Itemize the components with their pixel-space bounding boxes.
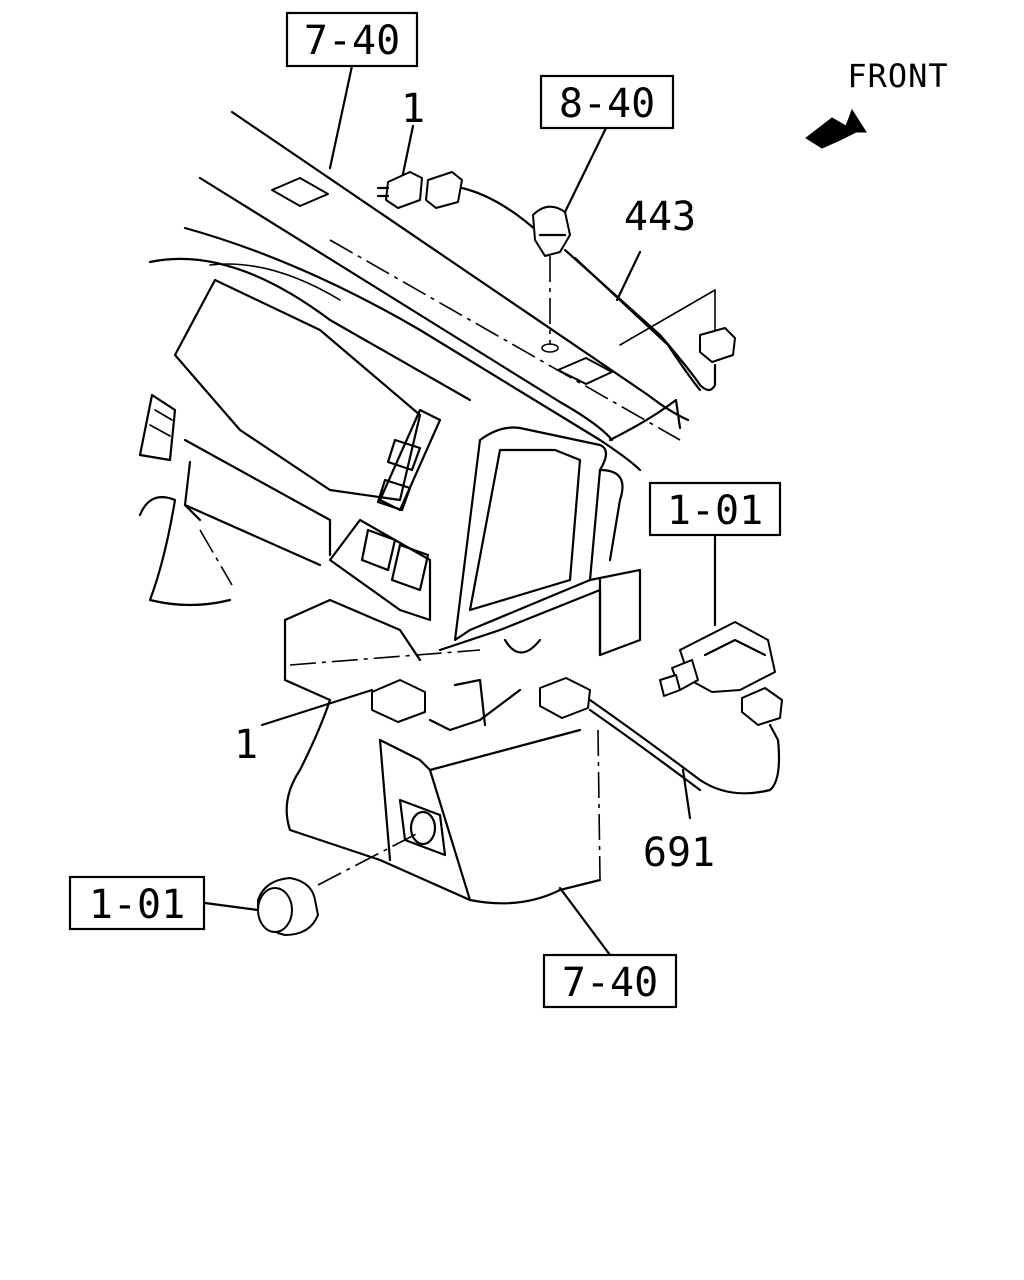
- square-marks: [271, 177, 613, 385]
- front-direction-label: FRONT: [847, 57, 948, 95]
- ref-label-7-40-bottom: 7-40: [562, 960, 658, 1006]
- leader-lines: [203, 64, 717, 957]
- ref-box-bottom-7-40: 7-40: [542, 953, 678, 1009]
- ref-label-7-40-top: 7-40: [304, 18, 400, 64]
- part-number-443: 443: [624, 194, 696, 240]
- ref-box-1-01-right: 1-01: [648, 481, 782, 537]
- connector-1-top: [376, 171, 550, 242]
- plug-1-01-left: [257, 831, 421, 936]
- harness-443: [563, 248, 736, 392]
- front-arrow-icon: [805, 108, 867, 149]
- ref-box-1-01-left: 1-01: [68, 875, 206, 931]
- ref-label-1-01-left: 1-01: [89, 882, 185, 928]
- connector-1-bottom: [371, 677, 591, 723]
- ref-box-top-7-40: 7-40: [285, 11, 419, 68]
- instrument-panel-drawing: [138, 110, 690, 905]
- part-number-1-top: 1: [401, 86, 425, 132]
- part-number-691: 691: [643, 830, 715, 876]
- clip-8-40: [532, 205, 571, 353]
- ref-box-8-40: 8-40: [539, 74, 675, 130]
- part-number-1-bottom: 1: [234, 722, 258, 768]
- ref-label-8-40: 8-40: [559, 81, 655, 127]
- switch-1-01-right: [588, 621, 783, 795]
- ref-label-1-01-right: 1-01: [667, 488, 763, 534]
